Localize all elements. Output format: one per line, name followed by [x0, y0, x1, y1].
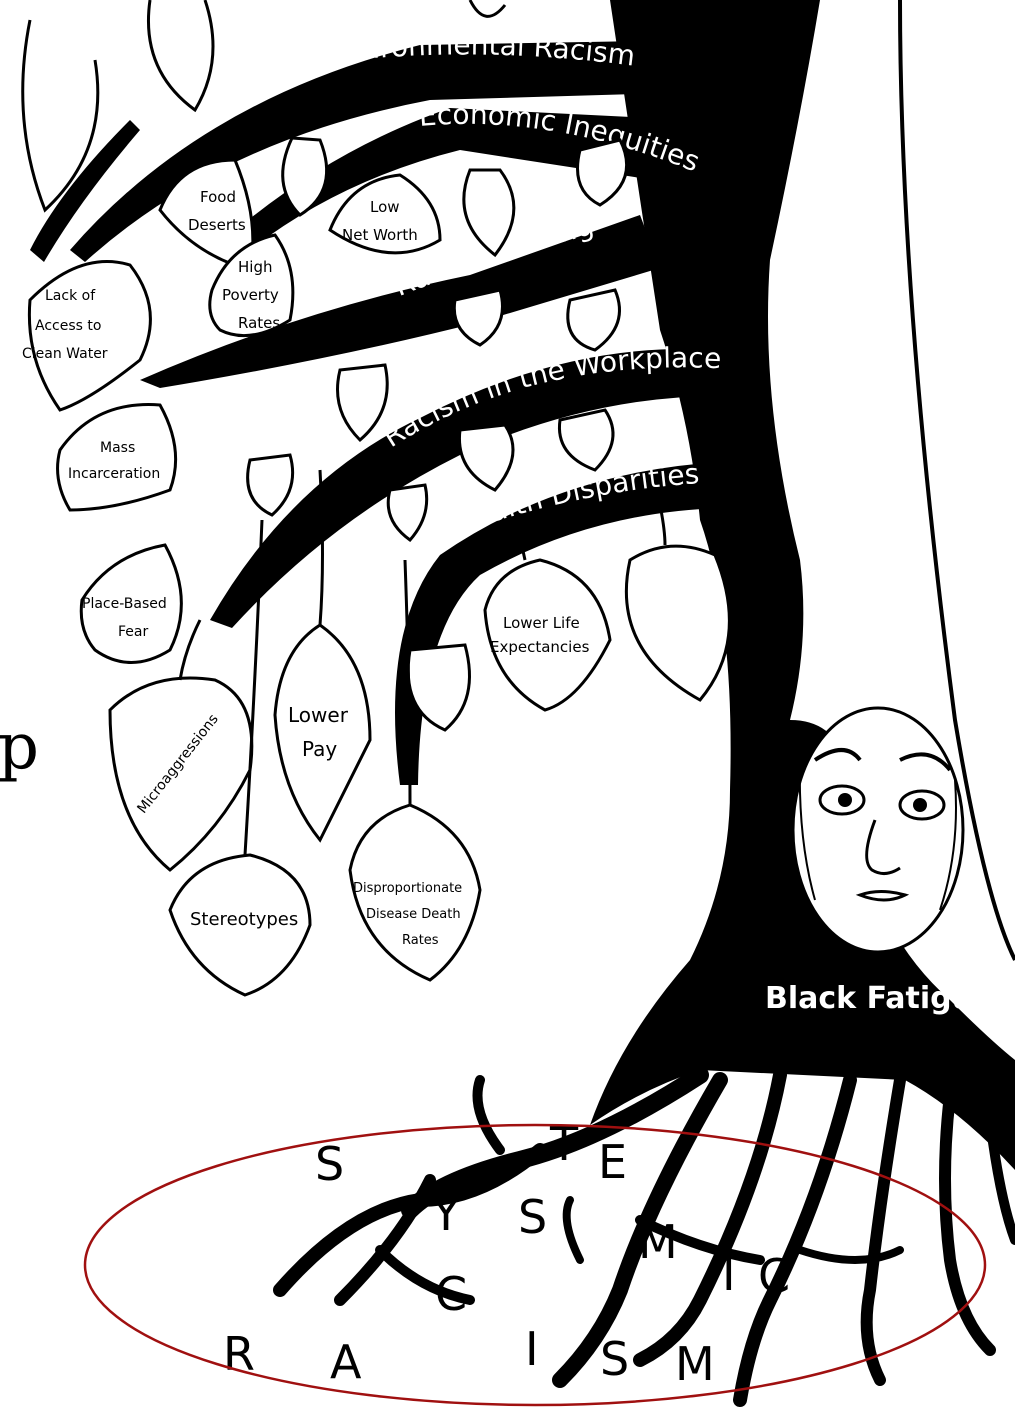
- edge-text: p: [0, 710, 39, 784]
- root-letter-i2: I: [525, 1322, 539, 1376]
- leaf-label-stereotypes: Stereotypes: [190, 909, 298, 930]
- face-oval: [793, 708, 963, 952]
- leaf-lower-pay: [275, 625, 370, 840]
- root-letter-s3: S: [600, 1332, 629, 1386]
- leaf-lower-life: [485, 560, 610, 710]
- root-letter-m1: M: [638, 1215, 678, 1269]
- face-illustration: [793, 708, 963, 952]
- leaf-mass-incarceration: [58, 405, 176, 510]
- leaf-microaggressions: [110, 678, 252, 870]
- trunk-label: Black Fatigue: [765, 981, 993, 1016]
- root-letter-m2: M: [675, 1337, 715, 1391]
- root-letter-i1: I: [722, 1247, 736, 1301]
- root-letter-c2: C: [435, 1267, 467, 1321]
- root-letter-c1: C: [758, 1249, 790, 1303]
- root-letter-s2: S: [518, 1190, 547, 1244]
- root-letter-y: Y: [431, 1187, 461, 1241]
- root-letter-s1: S: [315, 1137, 344, 1191]
- leaf-clean-water: [29, 262, 150, 410]
- root-letter-a: A: [330, 1335, 362, 1389]
- root-letter-e: E: [598, 1135, 627, 1189]
